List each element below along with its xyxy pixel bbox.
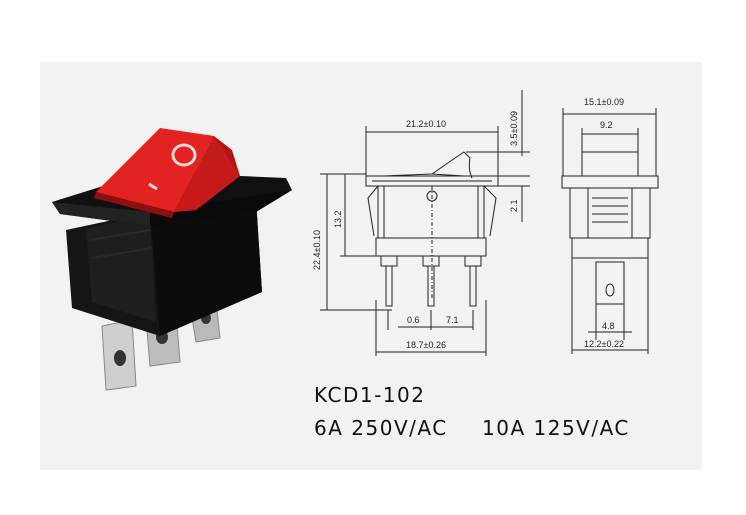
dim-width-top: 21.2±0.10 [406, 119, 446, 129]
dim-end-body-width: 12.2±0.22 [584, 339, 624, 349]
rating-125v: 10A 125V/AC [482, 416, 630, 440]
dim-flange: 2.1 [509, 199, 519, 212]
rocker-button [94, 128, 240, 218]
off-symbol-icon [171, 143, 197, 167]
dim-rocker-height: 3.5±0.09 [509, 111, 519, 146]
dim-body-height: 13.2 [333, 210, 343, 228]
dim-terminal-pitch: 7.1 [446, 315, 459, 325]
model-number: KCD1-102 [314, 383, 426, 407]
on-symbol-icon [148, 182, 158, 191]
dim-rocker-width: 9.2 [600, 120, 613, 130]
dim-terminal-offset: 0.6 [407, 315, 420, 325]
end-view-drawing [561, 108, 659, 354]
switch-photo [52, 128, 292, 391]
dim-end-width-top: 15.1±0.09 [584, 97, 624, 107]
dim-terminal-width: 4.8 [602, 321, 615, 331]
dim-body-width: 18.7±0.26 [406, 340, 446, 350]
rating-250v: 6A 250V/AC [314, 416, 448, 440]
dim-total-height: 22.4±0.10 [312, 230, 322, 270]
side-view-drawing [320, 90, 530, 356]
